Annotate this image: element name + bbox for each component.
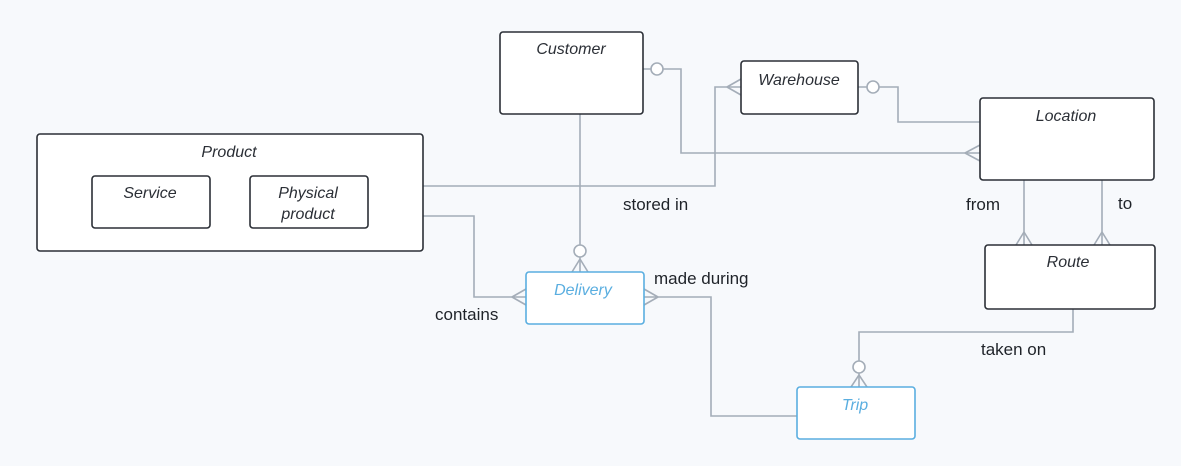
entity-service-label: Service [123, 185, 176, 202]
link-delivery-trip[interactable] [644, 296, 797, 417]
zero-marker-delivery [573, 244, 587, 258]
crowsfoot-trip-route [850, 374, 868, 388]
crowsfoot-route-to [1093, 231, 1111, 246]
label-to: to [1118, 194, 1132, 213]
entity-warehouse-label: Warehouse [758, 72, 840, 89]
entity-route[interactable]: Route [984, 244, 1156, 310]
zero-marker-trip [852, 360, 866, 374]
entity-trip-label: Trip [842, 397, 868, 414]
zero-marker-warehouse [866, 80, 880, 94]
entity-physical-product[interactable]: Physical product [249, 175, 369, 229]
entity-physical-product-label-line2: product [280, 206, 335, 223]
crowsfoot-route-from [1015, 231, 1033, 246]
crowsfoot-delivery-customer [571, 258, 589, 273]
zero-marker-customer [650, 62, 664, 76]
label-made-during: made during [654, 269, 749, 288]
label-from: from [966, 195, 1000, 214]
entity-route-label: Route [1047, 254, 1090, 271]
entity-customer[interactable]: Customer [499, 31, 644, 115]
crowsfoot-delivery-contains [511, 288, 527, 306]
label-contains: contains [435, 305, 498, 324]
entity-location[interactable]: Location [979, 97, 1155, 181]
entity-customer-label: Customer [536, 41, 606, 58]
relationship-labels: stored in from to made during contains t… [435, 194, 1132, 359]
entity-delivery-label: Delivery [554, 282, 613, 299]
entity-trip[interactable]: Trip [796, 386, 916, 440]
entity-location-label: Location [1036, 108, 1097, 125]
label-stored-in: stored in [623, 195, 688, 214]
entity-delivery[interactable]: Delivery [525, 271, 645, 325]
link-route-trip[interactable] [858, 309, 1074, 387]
entity-service[interactable]: Service [91, 175, 211, 229]
crowsfoot-delivery-trip [643, 288, 659, 306]
entity-warehouse[interactable]: Warehouse [740, 60, 859, 115]
entity-product-label: Product [201, 144, 257, 161]
label-taken-on: taken on [981, 340, 1046, 359]
crowsfoot-location-customer [964, 144, 981, 162]
crowsfoot-warehouse [726, 78, 742, 96]
entity-physical-product-label-line1: Physical [278, 185, 338, 202]
